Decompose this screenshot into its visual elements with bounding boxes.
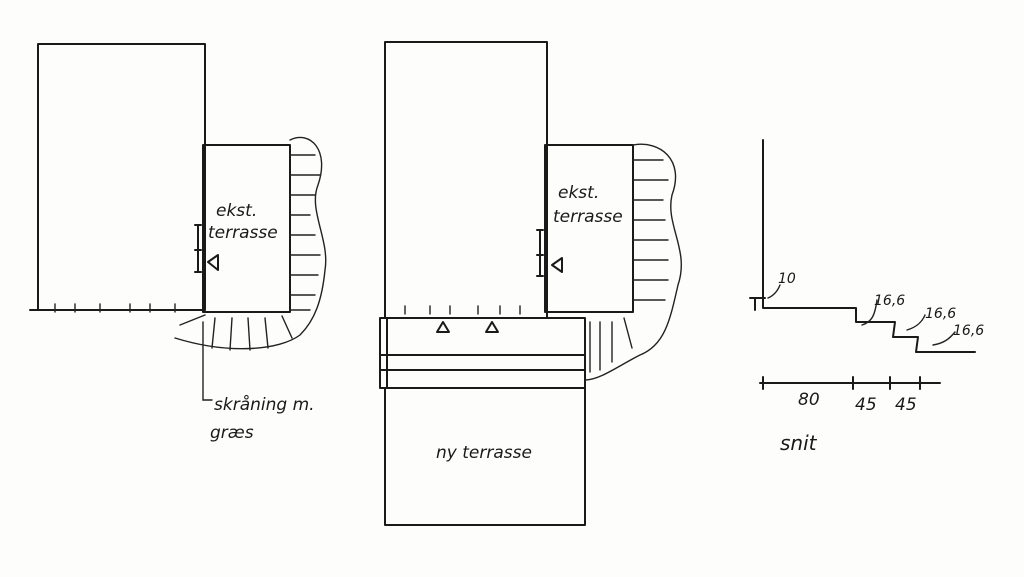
section-drawing: 10 16,6 16,6 16,6 80 45 45 snit xyxy=(749,139,984,455)
height-label: 16,6 xyxy=(925,306,956,322)
existing-terrace xyxy=(202,144,291,313)
width-label: 45 xyxy=(855,395,877,415)
slope-hatching xyxy=(179,154,321,351)
slope-label: græs xyxy=(210,423,254,443)
new-terrace-label: ny terrasse xyxy=(436,443,532,463)
slope-label: skråning m. xyxy=(214,394,315,415)
height-label: 16,6 xyxy=(953,323,984,339)
house-outline xyxy=(384,41,548,319)
height-label: 16,6 xyxy=(874,293,905,309)
slope-hatching xyxy=(589,159,669,373)
terrace-label: ekst. xyxy=(558,183,599,203)
slope-leader-line xyxy=(202,321,213,401)
terrace-label: ekst. xyxy=(216,201,257,221)
height-label: 10 xyxy=(778,271,796,287)
section-profile xyxy=(762,139,976,353)
slope-outline xyxy=(174,136,327,350)
door-mark xyxy=(194,224,202,273)
terrace-label: terrasse xyxy=(553,207,623,227)
dimension-line xyxy=(759,376,941,390)
steps xyxy=(379,317,586,389)
slope-outline xyxy=(584,143,682,381)
house-outline xyxy=(37,43,206,311)
section-title: snit xyxy=(780,431,818,455)
threshold-mark xyxy=(749,297,766,311)
window-marks xyxy=(54,303,176,313)
entrance-triangle-icon xyxy=(551,257,563,273)
width-label: 45 xyxy=(895,395,917,415)
entrance-triangle-icon xyxy=(436,321,499,333)
entrance-triangle-icon xyxy=(207,254,219,271)
window-marks xyxy=(404,305,521,315)
new-plan: ekst. terrasse ny terrasse xyxy=(379,41,682,526)
new-terrace xyxy=(384,387,586,526)
door-mark xyxy=(536,229,544,277)
existing-terrace xyxy=(544,144,634,313)
terrace-label: terrasse xyxy=(208,223,278,243)
width-label: 80 xyxy=(798,390,820,410)
existing-plan: ekst. terrasse skråning m. græs xyxy=(29,43,327,443)
leader-lines xyxy=(767,284,956,346)
